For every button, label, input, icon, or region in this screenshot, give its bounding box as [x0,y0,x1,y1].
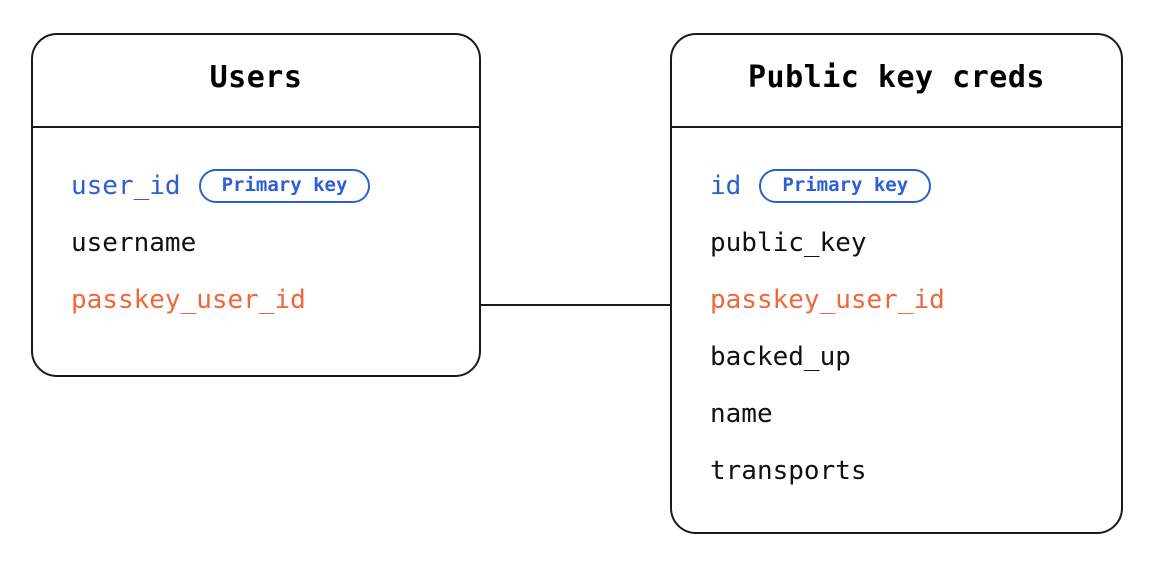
entity-public-key-creds-title: Public key creds [748,59,1045,95]
field-row[interactable]: public_key [710,214,1121,271]
primary-key-badge: Primary key [759,168,932,203]
field-name-name: name [710,398,773,429]
entity-users-title: Users [209,59,303,95]
relationship-connector-passkey-user-id [479,304,672,306]
field-row[interactable]: user_id Primary key [71,157,479,214]
field-name-id: id [710,170,742,201]
field-row[interactable]: name [710,385,1121,442]
field-row[interactable]: id Primary key [710,157,1121,214]
field-name-passkey-user-id: passkey_user_id [71,284,306,315]
entity-public-key-creds-header: Public key creds [672,35,1121,128]
entity-public-key-creds[interactable]: Public key creds id Primary key public_k… [670,33,1123,534]
field-row[interactable]: transports [710,442,1121,499]
field-name-transports: transports [710,455,867,486]
field-name-passkey-user-id: passkey_user_id [710,284,945,315]
entity-public-key-creds-field-list: id Primary key public_key passkey_user_i… [672,128,1121,499]
field-row[interactable]: passkey_user_id [710,271,1121,328]
field-name-user-id: user_id [71,170,181,201]
primary-key-badge: Primary key [198,168,371,203]
field-row[interactable]: username [71,214,479,271]
primary-key-badge-label: Primary key [782,174,909,196]
entity-users-field-list: user_id Primary key username passkey_use… [33,128,479,328]
entity-users-header: Users [33,35,479,128]
field-name-public-key: public_key [710,227,867,258]
entity-users[interactable]: Users user_id Primary key username passk… [31,33,481,377]
field-row[interactable]: backed_up [710,328,1121,385]
field-row[interactable]: passkey_user_id [71,271,479,328]
field-name-backed-up: backed_up [710,341,851,372]
primary-key-badge-label: Primary key [221,174,348,196]
field-name-username: username [71,227,197,258]
